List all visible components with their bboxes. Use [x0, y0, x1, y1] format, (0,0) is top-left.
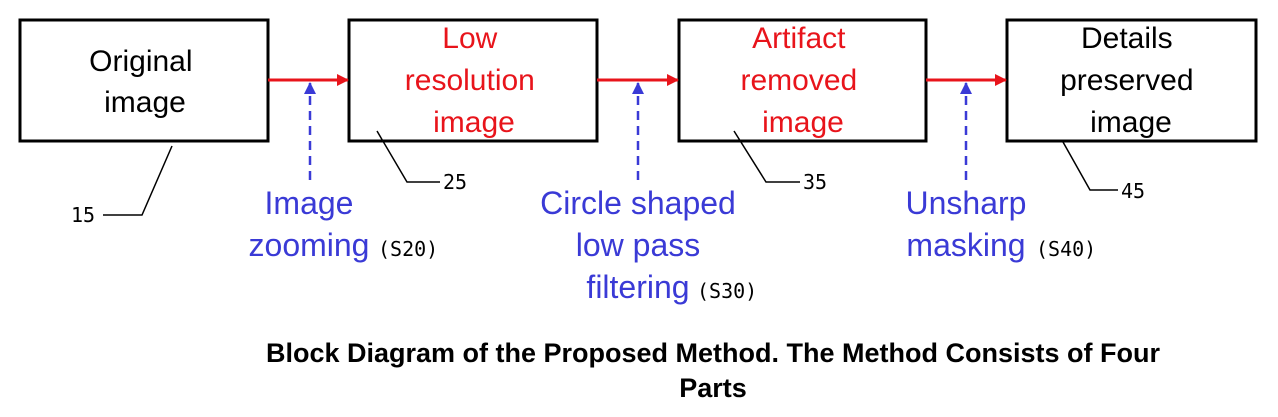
block-original-image: Original image: [20, 20, 268, 141]
caption-line-1: Block Diagram of the Proposed Method. Th…: [266, 338, 1161, 368]
block-4-line-2: preserved: [1060, 64, 1193, 97]
step-1-code: (S20): [378, 237, 438, 261]
block-1-line-1: Original: [89, 45, 192, 78]
block-1-line-2: image: [104, 86, 186, 119]
block-4-line-1: Details: [1081, 22, 1173, 55]
step-circle-low-pass-filtering: Circle shaped low pass filtering (S30): [540, 185, 757, 305]
step-2-line-3: filtering: [586, 269, 689, 305]
step-3-line-1: Unsharp: [906, 185, 1027, 221]
block-details-preserved-image: Details preserved image: [1007, 20, 1256, 141]
block-2-line-1: Low: [442, 22, 497, 55]
ref-number-35: 35: [803, 170, 827, 194]
svg-text:Artifact removed i: Artifact removed image: [740, 22, 865, 139]
ref-leader-45: [1063, 142, 1118, 190]
block-3-line-3: image: [762, 106, 844, 139]
block-3-line-1: Artifact: [752, 22, 846, 55]
block-4-line-3: image: [1090, 106, 1172, 139]
step-1-line-1: Image: [265, 185, 354, 221]
step-3-line-2: masking: [906, 227, 1025, 263]
block-1-border: [20, 20, 268, 141]
step-image-zooming: Image zooming (S20): [249, 185, 439, 263]
block-low-resolution-image: Low resolution image: [349, 20, 597, 141]
ref-number-15: 15: [71, 203, 95, 227]
step-2-line-2: low pass: [576, 227, 701, 263]
step-2-line-1: Circle shaped: [540, 185, 736, 221]
svg-text:Details preserved: Details preserved image: [1060, 22, 1202, 139]
step-unsharp-masking: Unsharp masking (S40): [906, 185, 1097, 263]
caption-line-2: Parts: [679, 373, 747, 403]
ref-number-45: 45: [1121, 179, 1145, 203]
step-1-line-2: zooming: [249, 227, 370, 263]
svg-text:Low resolution ima: Low resolution image: [405, 22, 543, 139]
step-2-code: (S30): [697, 279, 757, 303]
step-3-code: (S40): [1036, 237, 1096, 261]
svg-text:Original image: Original image: [89, 45, 201, 119]
block-artifact-removed-image: Artifact removed image: [679, 20, 926, 141]
ref-leader-25: [377, 131, 440, 182]
ref-number-25: 25: [443, 170, 467, 194]
block-3-line-2: removed: [740, 64, 857, 97]
block-2-line-3: image: [433, 106, 515, 139]
block-2-line-2: resolution: [405, 64, 535, 97]
ref-leader-15: [103, 146, 172, 215]
